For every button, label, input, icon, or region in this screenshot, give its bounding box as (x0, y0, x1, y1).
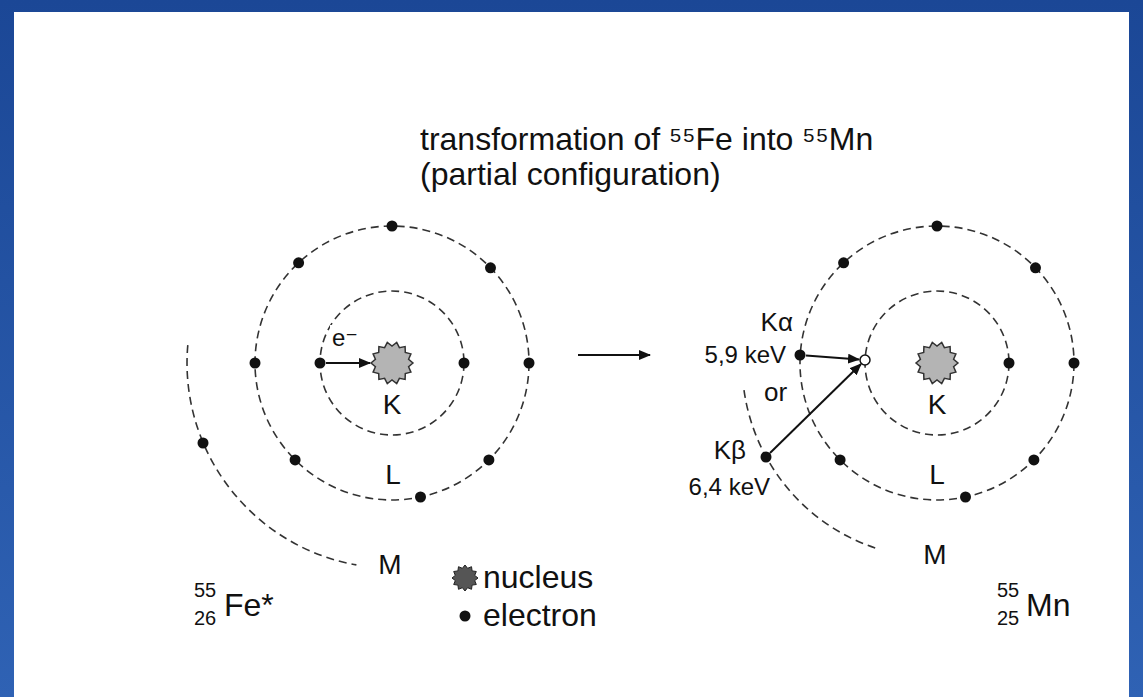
electron-dot (1004, 358, 1015, 369)
electron-dot (250, 358, 261, 369)
atomic-number: 26 (192, 607, 218, 629)
shell-label: K (926, 390, 949, 421)
electron-dot (524, 358, 535, 369)
electron-dot (483, 454, 494, 465)
mass-number: 55 (192, 579, 218, 601)
k-alpha-arrow (806, 356, 859, 360)
m-shell (187, 345, 356, 565)
legend-item: nucleus (451, 560, 593, 595)
electron-hole (860, 355, 870, 365)
diagram-title: transformation of ⁵⁵Fe into ⁵⁵Mn (partia… (420, 122, 920, 192)
electron-dot (960, 492, 971, 503)
shell-label: L (383, 460, 403, 491)
electron-dot (485, 262, 496, 273)
legend-swatch (451, 602, 479, 630)
nucleus-symbol (916, 343, 958, 384)
legend-swatch (451, 564, 479, 592)
legend-text: electron (483, 598, 597, 633)
electron-dot (795, 350, 806, 361)
legend-text: nucleus (483, 560, 593, 595)
atomic-number: 25 (995, 607, 1021, 629)
k-shell (865, 291, 1009, 435)
electron-dot (315, 358, 326, 369)
electron-dot (290, 454, 301, 465)
energy-label: 5,9 keV (703, 342, 788, 368)
line-label: Kβ (712, 436, 748, 465)
shell-label: K (381, 390, 404, 421)
nucleus-symbol (371, 343, 413, 384)
transform-arrow (578, 354, 650, 356)
electron-dot (198, 438, 209, 449)
shell-label: M (921, 540, 948, 571)
l-shell (800, 226, 1074, 500)
element-symbol: Fe* (222, 588, 276, 623)
capture-arrow (326, 362, 370, 364)
electron-dot (835, 454, 846, 465)
mass-number: 55 (995, 579, 1021, 601)
electron-dot (1069, 358, 1080, 369)
electron-dot (932, 221, 943, 232)
electron-dot (459, 358, 470, 369)
electron-label: e⁻ (330, 325, 360, 351)
electron-dot (387, 221, 398, 232)
line-label: Kα (759, 308, 795, 337)
electron-dot (761, 452, 772, 463)
note-label: or (762, 378, 789, 407)
electron-dot (1030, 262, 1041, 273)
shell-label: M (376, 550, 403, 581)
k-shell (320, 291, 464, 435)
electron-dot (838, 257, 849, 268)
l-shell (255, 226, 529, 500)
electron-dot (460, 610, 471, 621)
element-symbol: Mn (1024, 588, 1072, 623)
shell-label: L (927, 460, 947, 491)
legend-item: electron (451, 598, 597, 633)
electron-dot (293, 257, 304, 268)
nucleus-symbol (452, 565, 478, 591)
electron-dot (415, 492, 426, 503)
electron-dot (1028, 454, 1039, 465)
energy-label: 6,4 keV (687, 474, 772, 500)
